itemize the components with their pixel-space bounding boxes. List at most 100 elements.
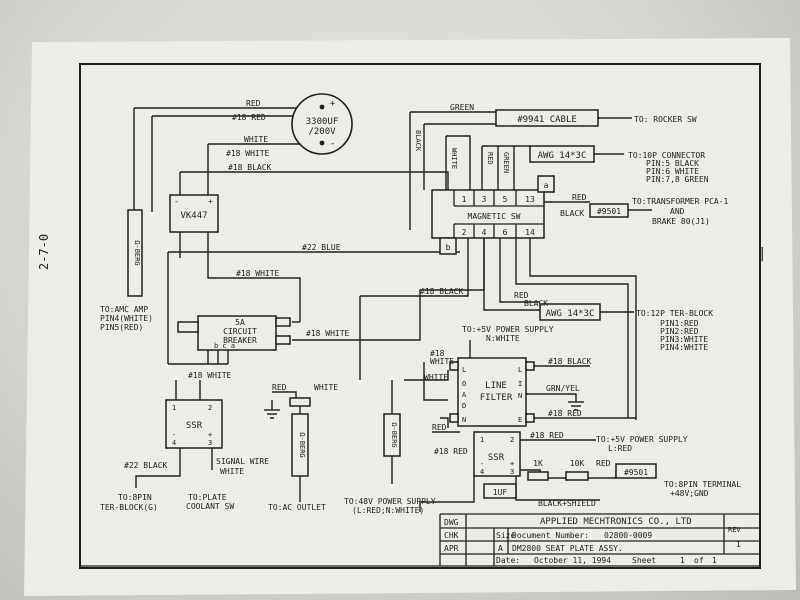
title-block: DWG CHK APR APPLIED MECHTRONICS CO., LTD… bbox=[439, 513, 760, 566]
tb-rev-label: REV bbox=[728, 526, 741, 534]
dest-8pt-1: TO:8PIN TERMINAL bbox=[664, 480, 741, 489]
ssr1-minus: - bbox=[172, 431, 176, 439]
wl-black-shield: BLACK+SHIELD bbox=[538, 499, 596, 508]
wl-red-lf: RED bbox=[432, 423, 447, 432]
dest-5vl-1: TO:+5V POWER SUPPLY bbox=[596, 435, 688, 444]
amp-cable: Ω-BERG bbox=[127, 209, 143, 297]
side-label: 2-7-0 bbox=[37, 234, 51, 270]
tb-company: APPLIED MECHTRONICS CO., LTD bbox=[540, 517, 692, 527]
mag-top-13: 13 bbox=[525, 195, 535, 204]
tb-sheet-label: Sheet bbox=[632, 556, 656, 565]
c-small-label: 1UF bbox=[493, 488, 508, 497]
ground-symbol bbox=[264, 400, 280, 419]
dest-48v-1: TO:48V POWER SUPPLY bbox=[344, 497, 436, 506]
tag-9501-a-label: #9501 bbox=[597, 207, 621, 216]
dest-10p-1: TO:10P CONNECTOR bbox=[628, 151, 705, 160]
capacitor-minus: - bbox=[330, 139, 335, 149]
dest-amp-2: PIN4(WHITE) bbox=[100, 314, 153, 323]
wl-red18-ssr2b: #18 RED bbox=[434, 447, 468, 456]
tb-doc-label: Document Number: bbox=[512, 531, 589, 540]
wl-white-lf: WHITE bbox=[424, 373, 448, 382]
wl-signal: SIGNAL WIRE bbox=[216, 457, 269, 466]
wl-green: GREEN bbox=[450, 103, 474, 112]
awg-1-label: AWG 14*3C bbox=[538, 151, 587, 161]
wl-red18-top: #18 RED bbox=[232, 113, 266, 122]
wl-vert-red: RED bbox=[486, 152, 494, 165]
capacitor-label-2: /200V bbox=[308, 127, 336, 137]
vk447-label: VK447 bbox=[180, 211, 207, 221]
ssr1-p1: 1 bbox=[172, 404, 176, 412]
vk447-plus: + bbox=[208, 197, 213, 206]
ssr-1: SSR 1 2 - + 4 3 bbox=[165, 399, 223, 449]
dest-amp-1: TO:AMC AMP bbox=[100, 305, 148, 314]
capacitor-label-1: 3300UF bbox=[306, 117, 339, 127]
ssr1-p4: 4 bbox=[172, 439, 176, 447]
dest-12p-1: TO:12P TER-BLOCK bbox=[636, 309, 713, 318]
dest-8p-1: TO:8PIN bbox=[118, 493, 152, 502]
dest-10p-4: PIN:7,8 GREEN bbox=[646, 175, 709, 184]
dest-plate-2: COOLANT SW bbox=[186, 502, 234, 511]
mag-top-5: 5 bbox=[503, 195, 508, 204]
awg-cable-1: AWG 14*3C bbox=[529, 145, 595, 163]
wl-black18-top: #18 BLACK bbox=[228, 163, 272, 172]
capacitor: 3300UF /200V + - bbox=[291, 93, 353, 155]
tb-date-label: Date: bbox=[496, 556, 520, 565]
wl-blue22: #22 BLUE bbox=[302, 243, 341, 252]
wl-red18-lf: #18 RED bbox=[548, 409, 582, 418]
wl-black22: #22 BLACK bbox=[124, 461, 168, 470]
tb-apr: APR bbox=[444, 544, 459, 553]
wl-vert-green: GREEN bbox=[502, 152, 510, 173]
dest-5v-2: N:WHITE bbox=[486, 334, 520, 343]
dest-12p-3: PIN2:RED bbox=[660, 327, 699, 336]
wl-black18-mid: #18 BLACK bbox=[420, 287, 464, 296]
lf-right-i: I bbox=[518, 380, 522, 388]
lf-label-1: LINE bbox=[485, 381, 507, 391]
ssr1-p3: 3 bbox=[208, 439, 212, 447]
mag-a: a bbox=[544, 181, 549, 190]
magnetic-switch: a b 1 3 5 13 MAGNETIC SW 2 4 6 14 bbox=[431, 175, 555, 255]
dest-10p-2: PIN:5 BLACK bbox=[646, 159, 699, 168]
ssr2-p4: 4 bbox=[480, 468, 484, 476]
resistor-1k: 1K bbox=[527, 459, 549, 481]
mag-label: MAGNETIC SW bbox=[468, 212, 521, 221]
lf-right-l: L bbox=[518, 366, 522, 374]
wl-signal-white: WHITE bbox=[220, 467, 244, 476]
vk447-module: VK447 - + bbox=[169, 194, 219, 233]
tb-size-label: Size bbox=[496, 531, 515, 540]
cable-9941: #9941 CABLE bbox=[495, 109, 599, 127]
wl-white18-mid: #18 WHITE bbox=[236, 269, 280, 278]
dest-8p-2: TER-BLOCK(G) bbox=[100, 503, 158, 512]
lf-n-left: N bbox=[462, 416, 466, 424]
resistor-10k: 10K bbox=[565, 459, 589, 481]
ac-outlet-cable: Ω-BERG bbox=[289, 397, 311, 477]
mag-bot-4: 4 bbox=[482, 228, 487, 237]
cb-label-3: BREAKER bbox=[223, 336, 257, 345]
dest-12p-4: PIN3:WHITE bbox=[660, 335, 708, 344]
ssr2-label: SSR bbox=[488, 453, 505, 463]
line-filter: LINE FILTER L O A D N L I N E bbox=[449, 357, 535, 427]
lf-load-d: D bbox=[462, 402, 466, 410]
tb-size-value: A bbox=[498, 544, 503, 553]
mag-top-1: 1 bbox=[462, 195, 467, 204]
circuit-breaker: 5A CIRCUIT BREAKER b c a bbox=[168, 315, 291, 365]
wl-vert-black: BLACK bbox=[414, 130, 422, 152]
tb-dwg: DWG bbox=[444, 518, 459, 527]
paper bbox=[24, 38, 796, 596]
mag-bot-2: 2 bbox=[462, 228, 467, 237]
wl-white-ssr: WHITE bbox=[314, 383, 338, 392]
wl-red18-ssr2: #18 RED bbox=[530, 431, 564, 440]
ssr2-p2: 2 bbox=[510, 436, 514, 444]
ssr1-label: SSR bbox=[186, 421, 203, 431]
wl-white-top: WHITE bbox=[244, 135, 268, 144]
wl-white18-lf2: WHITE bbox=[430, 357, 454, 366]
r1-label: 1K bbox=[533, 459, 543, 468]
mag-b: b bbox=[446, 243, 451, 252]
dest-plate-1: TO:PLATE bbox=[188, 493, 227, 502]
r2-label: 10K bbox=[570, 459, 585, 468]
ac-cable-label: Ω-BERG bbox=[298, 432, 306, 457]
ground-symbol bbox=[568, 401, 584, 411]
vk447-minus: - bbox=[174, 197, 179, 206]
lf-right-n: N bbox=[518, 392, 522, 400]
wl-black-tr: BLACK bbox=[560, 209, 584, 218]
wl-red-tr: RED bbox=[572, 193, 587, 202]
